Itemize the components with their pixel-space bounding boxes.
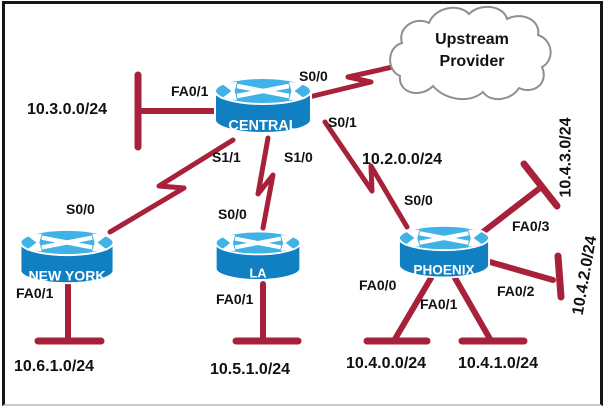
lan-link-phoenix-fa01: [452, 275, 493, 342]
if-label-central-fa01: FA0/1: [171, 83, 209, 99]
if-label-phoenix-fa03: FA0/3: [512, 218, 550, 234]
upstream-provider-cloud: [389, 5, 552, 101]
if-label-central-s01: S0/1: [328, 114, 357, 130]
link-group: [34, 61, 565, 345]
if-label-phoenix-s00: S0/0: [404, 192, 433, 208]
router-label: CENTRAL: [228, 118, 297, 134]
net-label-10-2-0-0: 10.2.0.0/24: [362, 151, 443, 168]
if-label-central-s10: S1/0: [284, 149, 313, 165]
net-label-10-4-1-0: 10.4.1.0/24: [458, 355, 539, 372]
router-arrows-icon: [404, 229, 484, 247]
net-label-10-3-0-0: 10.3.0.0/24: [27, 101, 108, 118]
if-label-phoenix-fa01: FA0/1: [420, 296, 458, 312]
router-arrows-icon: [221, 82, 305, 100]
router-central: CENTRAL: [214, 77, 312, 134]
lan-link-phoenix-fa02: [487, 259, 556, 283]
router-label: PHOENIX: [413, 263, 474, 278]
router-arrows-icon: [221, 235, 295, 251]
upstream-provider-label: Upstream Provider: [407, 29, 537, 73]
serial-link-central-upstream: [302, 61, 409, 101]
if-label-la-s00: S0/0: [218, 206, 247, 222]
if-label-phoenix-fa00: FA0/0: [359, 277, 397, 293]
net-label-10-4-3-0: 10.4.3.0/24: [557, 117, 575, 198]
lan-segment-10-4-2-0: [554, 252, 565, 301]
if-label-newyork-s00: S0/0: [66, 201, 95, 217]
net-label-10-5-1-0: 10.5.1.0/24: [210, 361, 291, 378]
router-arrows-icon: [26, 233, 108, 252]
if-label-central-s00: S0/0: [299, 68, 328, 84]
net-label-10-6-1-0: 10.6.1.0/24: [14, 358, 95, 375]
if-label-phoenix-fa02: FA0/2: [497, 283, 535, 299]
cloud-label-line2: Provider: [439, 53, 505, 70]
serial-link-central-la: [255, 135, 276, 231]
cloud-label-line1: Upstream: [435, 31, 509, 48]
net-label-10-4-0-0: 10.4.0.0/24: [346, 355, 427, 372]
router-new-york: NEW YORK: [19, 228, 115, 285]
router-la: LA: [214, 230, 302, 281]
if-label-newyork-fa01: FA0/1: [16, 285, 54, 301]
router-label: NEW YORK: [28, 267, 106, 283]
serial-link-central-newyork: [107, 137, 236, 235]
lan-link-phoenix-fa00: [392, 275, 434, 342]
lan-link-phoenix-fa03: [480, 185, 543, 235]
serial-link-central-phoenix: [322, 119, 410, 230]
router-label: LA: [250, 265, 267, 280]
router-phoenix: PHOENIX: [398, 224, 490, 279]
lan-segment-10-4-3-0: [520, 160, 561, 210]
if-label-central-s11: S1/1: [212, 149, 241, 165]
if-label-la-fa01: FA0/1: [216, 291, 254, 307]
